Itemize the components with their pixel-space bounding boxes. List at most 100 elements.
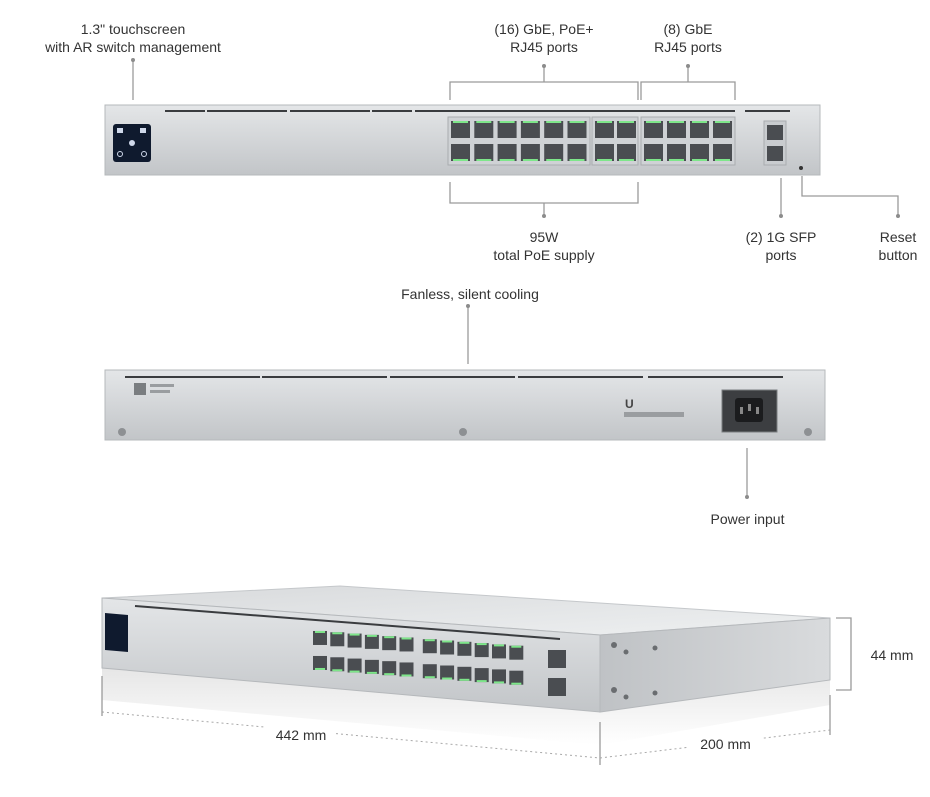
rj45-port-top: [474, 121, 494, 138]
port-led: [669, 159, 684, 161]
iso-rj45-port-bottom: [440, 665, 455, 680]
iso-rj45-port-bottom: [382, 661, 397, 676]
rj45-port-top: [520, 121, 540, 138]
port-led: [476, 121, 492, 123]
port-led: [315, 667, 325, 670]
svg-text:U: U: [625, 397, 634, 411]
sfp-ports-callout: (2) 1G SFP ports: [745, 229, 817, 263]
iso-rj45-port-top: [364, 634, 379, 649]
port-led: [401, 674, 412, 677]
iso-rj45-port-top: [422, 639, 437, 654]
rj45-port-top: [544, 121, 564, 138]
port-led: [453, 159, 468, 161]
port-led: [349, 670, 360, 673]
port-led: [546, 159, 562, 161]
gbe-port-block: [640, 116, 736, 166]
rj45-port-bottom: [713, 144, 732, 161]
iso-rj45-port-bottom: [364, 659, 379, 674]
iso-rj45-port-bottom: [313, 655, 327, 670]
iso-rj45-port-top: [382, 636, 397, 651]
width-dimension: 442 mm: [266, 726, 336, 744]
iso-rj45-port-bottom: [347, 658, 362, 673]
iso-rj45-port-top: [399, 637, 414, 652]
rj45-port-top: [497, 121, 517, 138]
port-led: [349, 633, 360, 636]
port-led: [511, 645, 522, 648]
touchscreen-callout: 1.3" touchscreen with AR switch manageme…: [45, 21, 221, 55]
port-led: [476, 680, 487, 683]
iso-rj45-port-top: [457, 641, 472, 656]
iso-rj45-port-bottom: [422, 664, 437, 679]
iso-rj45-port-top: [492, 644, 506, 659]
depth-dimension: 200 mm: [688, 735, 763, 753]
iso-rj45-port-bottom: [509, 670, 524, 685]
port-led: [315, 630, 325, 633]
iso-rj45-port-bottom: [492, 669, 506, 684]
port-led: [569, 159, 585, 161]
rj45-port-bottom: [497, 144, 517, 161]
rj45-port-top: [690, 121, 709, 138]
iso-rj45-port-top: [313, 630, 327, 645]
power-inlet: [721, 389, 778, 433]
reset-button: [799, 166, 803, 170]
rj45-port-bottom: [595, 144, 614, 161]
reset-button-callout: Reset button: [878, 229, 918, 263]
port-led: [597, 121, 612, 123]
port-led: [442, 677, 453, 680]
port-led: [332, 669, 343, 672]
front-callout-lines: [131, 58, 900, 218]
rj45-port-top: [667, 121, 686, 138]
port-led: [384, 636, 395, 639]
port-led: [384, 673, 395, 676]
port-frame: [447, 116, 591, 166]
rj45-port-top: [567, 121, 587, 138]
port-led: [453, 121, 468, 123]
rj45-port-bottom: [667, 144, 686, 161]
poe-supply-callout: 95W total PoE supply: [493, 229, 595, 263]
rj45-port-bottom: [520, 144, 540, 161]
port-led: [692, 159, 707, 161]
iso-rj45-port-bottom: [457, 666, 472, 681]
rj45-port-top: [617, 121, 636, 138]
isometric-port-block: [313, 630, 524, 685]
iso-rj45-port-bottom: [330, 657, 345, 672]
port-led: [522, 159, 538, 161]
port-led: [511, 682, 522, 685]
port-led: [715, 121, 730, 123]
iso-rj45-port-bottom: [474, 668, 489, 683]
port-led: [459, 641, 470, 644]
rear-callout-lines: [466, 304, 749, 499]
port-led: [476, 159, 492, 161]
poe-ports-callout: (16) GbE, PoE+ RJ45 ports: [494, 21, 594, 55]
rj45-port-bottom: [544, 144, 564, 161]
rj45-port-top: [713, 121, 732, 138]
rj45-port-bottom: [644, 144, 663, 161]
port-led: [546, 121, 562, 123]
port-led: [522, 121, 538, 123]
rj45-port-top: [644, 121, 663, 138]
port-led: [646, 159, 661, 161]
poe-port-block: [447, 116, 639, 166]
port-led: [597, 159, 612, 161]
switch-rear-panel: U: [104, 369, 826, 441]
port-led: [401, 637, 412, 640]
sfp-port-block: [763, 120, 787, 166]
switch-isometric-view: [101, 585, 831, 745]
port-led: [366, 671, 377, 674]
port-led: [442, 640, 453, 643]
port-led: [424, 639, 435, 642]
port-led: [619, 121, 634, 123]
rj45-port-bottom: [474, 144, 494, 161]
iso-rj45-port-bottom: [399, 662, 414, 677]
iso-rj45-port-top: [509, 645, 524, 660]
rj45-port-top: [451, 121, 470, 138]
port-led: [569, 121, 585, 123]
rj45-port-bottom: [567, 144, 587, 161]
port-led: [494, 644, 504, 647]
cooling-callout: Fanless, silent cooling: [401, 286, 539, 302]
port-led: [715, 159, 730, 161]
port-led: [499, 159, 515, 161]
iso-rj45-port-top: [440, 640, 455, 655]
rj45-port-bottom: [617, 144, 636, 161]
